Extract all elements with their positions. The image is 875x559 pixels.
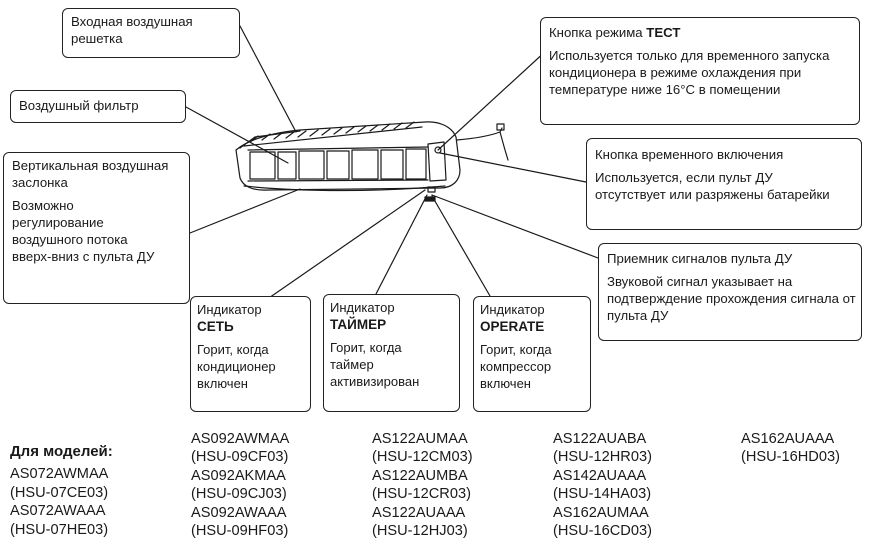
model-item: (HSU-09CF03) (191, 449, 289, 466)
callout-inlet-grille: Входная воздушная решетка (62, 8, 240, 58)
model-item: AS162AUMAA (553, 504, 649, 521)
model-item: (HSU-09CJ03) (191, 486, 287, 503)
callout-vertical-flap: Вертикальная воздушная заслонка Возможно… (3, 152, 190, 304)
model-item: (HSU-12CM03) (372, 449, 473, 466)
model-item: AS072AWMAA (10, 466, 109, 483)
model-item: AS092AWAAA (191, 504, 287, 521)
inlet-grille-text: Входная воздушная решетка (71, 14, 193, 46)
air-filter-text: Воздушный фильтр (19, 98, 139, 113)
models-col-1: Для моделей: AS072AWMAA (HSU-07CE03) AS0… (10, 443, 113, 539)
model-item: (HSU-09HF03) (191, 523, 289, 540)
power-indicator-name: СЕТЬ (197, 319, 234, 334)
callout-air-filter: Воздушный фильтр (10, 90, 186, 123)
model-item: AS122AUMBA (372, 467, 468, 484)
model-item: AS092AKMAA (191, 467, 286, 484)
power-indicator-desc: Горит, когда кондиционер включен (197, 342, 276, 391)
callout-receiver: Приемник сигналов пульта ДУ Звуковой сиг… (598, 243, 862, 341)
model-item: (HSU-14HA03) (553, 486, 652, 503)
air-conditioner-unit (235, 121, 509, 202)
models-col-4: AS122AUABA (HSU-12HR03) AS142AUAAA (HSU-… (553, 430, 652, 540)
model-item: (HSU-16HD03) (741, 449, 840, 466)
model-item: AS122AUABA (553, 431, 647, 447)
receiver-desc: Звуковой сигнал указывает на подтвержден… (607, 274, 856, 323)
model-item: AS162AUAAA (741, 431, 835, 447)
temp-on-button-desc: Используется, если пульт ДУ отсутствует … (595, 170, 830, 202)
model-item: AS072AWAAA (10, 503, 106, 520)
timer-indicator-label: Индикатор (330, 300, 395, 315)
callout-temp-on-button: Кнопка временного включения Используется… (586, 138, 862, 230)
callout-timer-indicator: Индикатор ТАЙМЕР Горит, когда таймер акт… (323, 294, 460, 412)
test-button-title-prefix: Кнопка режима (549, 25, 647, 40)
model-item: (HSU-07CE03) (10, 484, 109, 501)
test-button-title-bold: ТЕСТ (646, 25, 681, 40)
model-item: (HSU-12HR03) (553, 449, 652, 466)
operate-indicator-label: Индикатор (480, 302, 545, 317)
models-col-3: AS122AUMAA (HSU-12CM03) AS122AUMBA (HSU-… (372, 430, 473, 540)
timer-indicator-name: ТАЙМЕР (330, 317, 387, 332)
model-item: AS092AWMAA (191, 431, 290, 447)
timer-indicator-desc: Горит, когда таймер активизирован (330, 340, 420, 389)
model-item: (HSU-12HJ03) (372, 523, 468, 540)
test-button-title: Кнопка режима ТЕСТ (549, 24, 851, 41)
models-col-5: AS162AUAAA (HSU-16HD03) (741, 430, 840, 467)
model-item: AS142AUAAA (553, 467, 647, 484)
operate-indicator-name: OPERATE (480, 319, 545, 334)
model-item: (HSU-12CR03) (372, 486, 471, 503)
models-title: Для моделей: (10, 443, 113, 460)
receiver-title: Приемник сигналов пульта ДУ (607, 251, 793, 266)
model-item: AS122AUMAA (372, 431, 468, 447)
models-col-2: AS092AWMAA (HSU-09CF03) AS092AKMAA (HSU-… (191, 430, 289, 540)
vertical-flap-title: Вертикальная воздушная заслонка (12, 158, 169, 190)
test-button-desc: Используется только для временного запус… (549, 48, 830, 97)
callout-operate-indicator: Индикатор OPERATE Горит, когда компрессо… (473, 296, 591, 412)
model-item: (HSU-16CD03) (553, 523, 652, 540)
vertical-flap-desc: Возможно регулирование воздушного потока… (12, 198, 155, 264)
power-indicator-label: Индикатор (197, 302, 262, 317)
temp-on-button-title: Кнопка временного включения (595, 147, 784, 162)
callout-power-indicator: Индикатор СЕТЬ Горит, когда кондиционер … (190, 296, 311, 412)
model-item: AS122AUAAA (372, 504, 466, 521)
model-item: (HSU-07HE03) (10, 521, 109, 538)
callout-test-button: Кнопка режима ТЕСТ Используется только д… (540, 17, 860, 125)
operate-indicator-desc: Горит, когда компрессор включен (480, 342, 552, 391)
